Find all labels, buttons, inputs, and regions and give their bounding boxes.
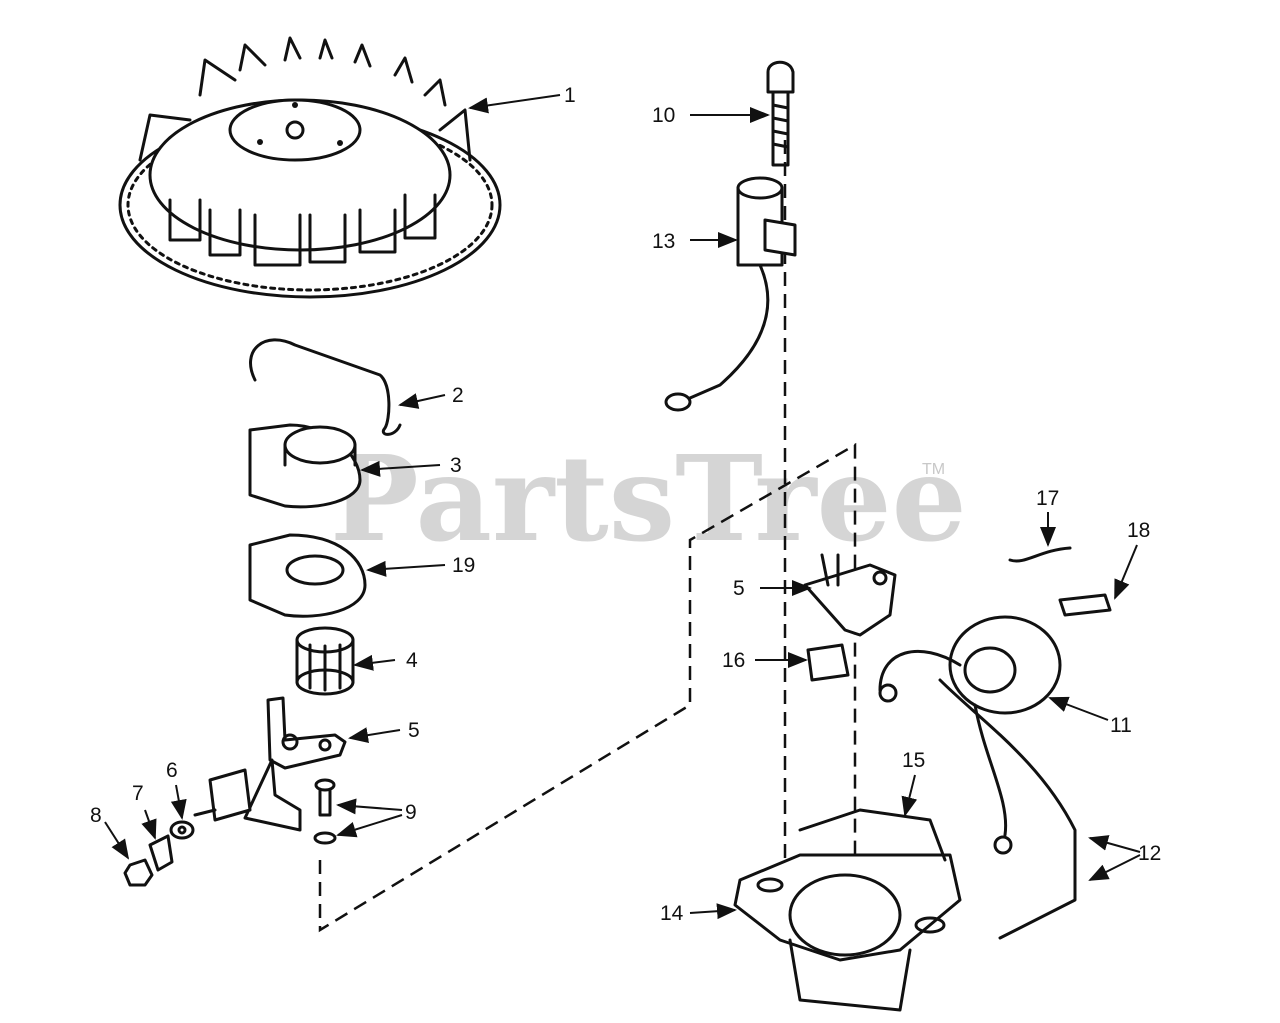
lead-wire-part — [938, 678, 1077, 940]
callout-16: 16 — [722, 649, 745, 672]
callout-6: 6 — [166, 759, 178, 782]
callout-3: 3 — [450, 454, 462, 477]
callout-leaders — [104, 94, 1141, 920]
callout-18: 18 — [1127, 519, 1150, 542]
callout-17: 17 — [1036, 487, 1059, 510]
screw-and-washer-part — [313, 778, 337, 845]
callout-19: 19 — [452, 554, 475, 577]
flywheel-part — [118, 36, 502, 299]
felt-pad-part — [806, 643, 850, 682]
ignition-coil-part — [878, 615, 1062, 855]
callout-11: 11 — [1110, 714, 1132, 737]
alignment-line-left — [318, 442, 857, 933]
callout-4: 4 — [406, 649, 418, 672]
callout-8: 8 — [90, 804, 102, 827]
watermark-text: PartsTree — [330, 429, 967, 568]
callout-2: 2 — [452, 384, 464, 407]
cover-block-part — [1058, 593, 1112, 617]
bushing-part — [295, 626, 355, 696]
contact-point-assembly — [123, 768, 252, 887]
callout-15: 15 — [902, 749, 925, 772]
screw-part — [766, 60, 795, 167]
callout-5-right: 5 — [733, 577, 745, 600]
breaker-plate-part — [803, 553, 897, 637]
watermark-trademark: TM — [922, 461, 945, 478]
coil-bracket-part — [733, 808, 962, 1012]
callout-13: 13 — [652, 230, 675, 253]
condenser-part — [664, 176, 797, 412]
spring-clip-part — [249, 338, 402, 436]
callout-1: 1 — [564, 84, 576, 107]
wire-spring-part — [1008, 546, 1072, 563]
callout-14: 14 — [660, 902, 684, 925]
washer-plate-part — [248, 533, 367, 618]
callout-10: 10 — [652, 104, 675, 127]
callout-5-left: 5 — [408, 719, 420, 742]
cam-part — [248, 423, 362, 509]
callout-9: 9 — [405, 801, 417, 824]
callout-12: 12 — [1138, 842, 1161, 865]
callout-7: 7 — [132, 782, 144, 805]
